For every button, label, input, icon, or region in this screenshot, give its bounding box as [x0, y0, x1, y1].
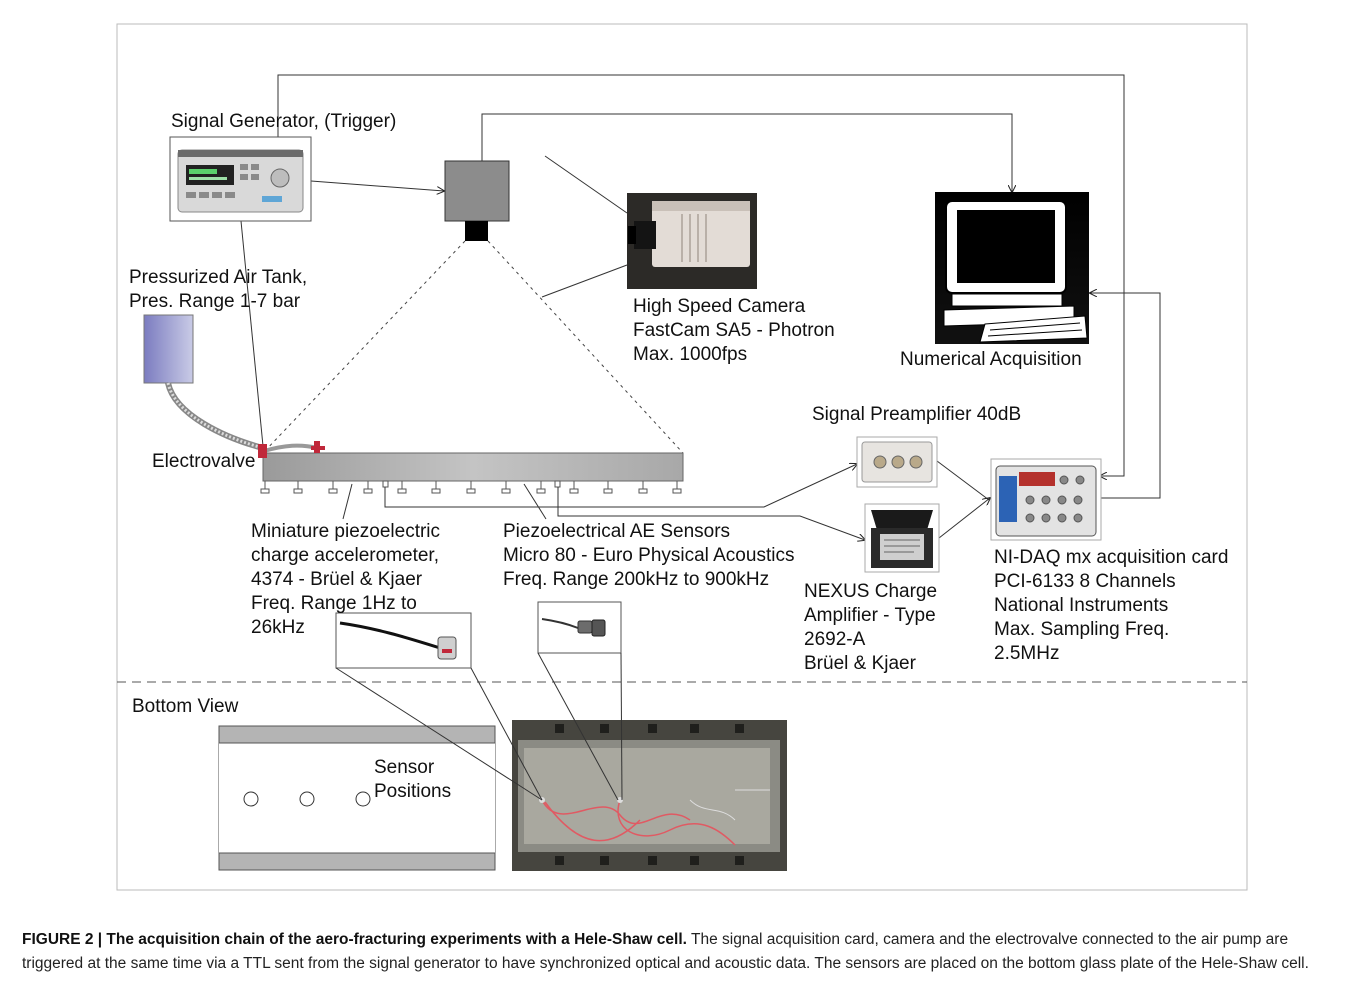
daq-label-line2: PCI-6133 8 Channels: [994, 571, 1176, 592]
caption-title: FIGURE 2 | The acquisition chain of the …: [22, 931, 687, 948]
figure-caption: FIGURE 2 | The acquisition chain of the …: [22, 928, 1338, 976]
sensor-positions-label-line2: Positions: [374, 781, 451, 802]
setup-diagram: Signal Generator, (Trigger) Pressurized …: [116, 23, 1248, 891]
bottom-view-schematic: [218, 725, 496, 871]
sensor-position-marker: [299, 791, 315, 807]
computer-image: [935, 192, 1089, 344]
daq-label-line5: 2.5MHz: [994, 643, 1059, 664]
sensor-position-marker: [355, 791, 371, 807]
nexus-label-line3: 2692-A: [804, 629, 866, 650]
trigger-wiring: [240, 74, 1161, 499]
ae-sensors-label-line3: Freq. Range 200kHz to 900kHz: [503, 569, 769, 590]
nexus-label-line1: NEXUS Charge: [804, 581, 937, 602]
air-tank-label-line1: Pressurized Air Tank,: [129, 267, 307, 288]
camera-field-of-view: [262, 240, 684, 454]
hele-shaw-cell: [262, 452, 684, 482]
signal-generator-label: Signal Generator, (Trigger): [171, 111, 396, 132]
high-speed-camera-image: [627, 193, 757, 289]
accelerometer-label-line2: charge accelerometer,: [251, 545, 439, 566]
daq-label-line4: Max. Sampling Freq.: [994, 619, 1169, 640]
camera-label-line3: Max. 1000fps: [633, 344, 747, 365]
camera-label-line2: FastCam SA5 - Photron: [633, 320, 835, 341]
bottom-view-photo: [512, 720, 787, 871]
ae-sensor-image: [537, 601, 622, 654]
ae-sensors-label-line1: Piezoelectrical AE Sensors: [503, 521, 730, 542]
air-tank-label-line2: Pres. Range 1-7 bar: [129, 291, 301, 312]
nexus-label-line4: Brüel & Kjaer: [804, 653, 917, 674]
accelerometer-image: [335, 612, 472, 669]
nexus-amplifier-image: [864, 503, 940, 573]
bottom-view-label: Bottom View: [132, 696, 239, 717]
accelerometer-label-line1: Miniature piezoelectric: [251, 521, 440, 542]
air-tank: [143, 314, 194, 384]
accelerometer-label-line5: 26kHz: [251, 617, 305, 638]
sensor-pointer-lines: [335, 652, 623, 801]
sensor-wiring: [342, 460, 990, 540]
caption-text: The signal acquisition card, camera and …: [22, 931, 1309, 972]
camera-label-line1: High Speed Camera: [633, 296, 806, 317]
ae-sensors-label-line2: Micro 80 - Euro Physical Acoustics: [503, 545, 794, 566]
electrovalve-part: [258, 441, 325, 458]
preamplifier-label: Signal Preamplifier 40dB: [812, 404, 1021, 425]
camera-block: [444, 160, 510, 241]
daq-card-image: [990, 458, 1102, 541]
cell-bolts: [260, 480, 682, 494]
air-hose: [165, 382, 319, 453]
preamplifier-image: [856, 436, 938, 488]
electrovalve-label: Electrovalve: [152, 451, 256, 472]
accelerometer-label-line3: 4374 - Brüel & Kjaer: [251, 569, 423, 590]
nexus-label-line2: Amplifier - Type: [804, 605, 936, 626]
figure-frame: [116, 23, 1248, 891]
accelerometer-label-line4: Freq. Range 1Hz to: [251, 593, 417, 614]
numerical-acquisition-label: Numerical Acquisition: [900, 349, 1082, 370]
daq-label-line1: NI-DAQ mx acquisition card: [994, 547, 1228, 568]
signal-generator-image: [169, 136, 312, 222]
daq-label-line3: National Instruments: [994, 595, 1168, 616]
sensor-positions-label-line1: Sensor: [374, 757, 435, 778]
sensor-position-marker: [243, 791, 259, 807]
